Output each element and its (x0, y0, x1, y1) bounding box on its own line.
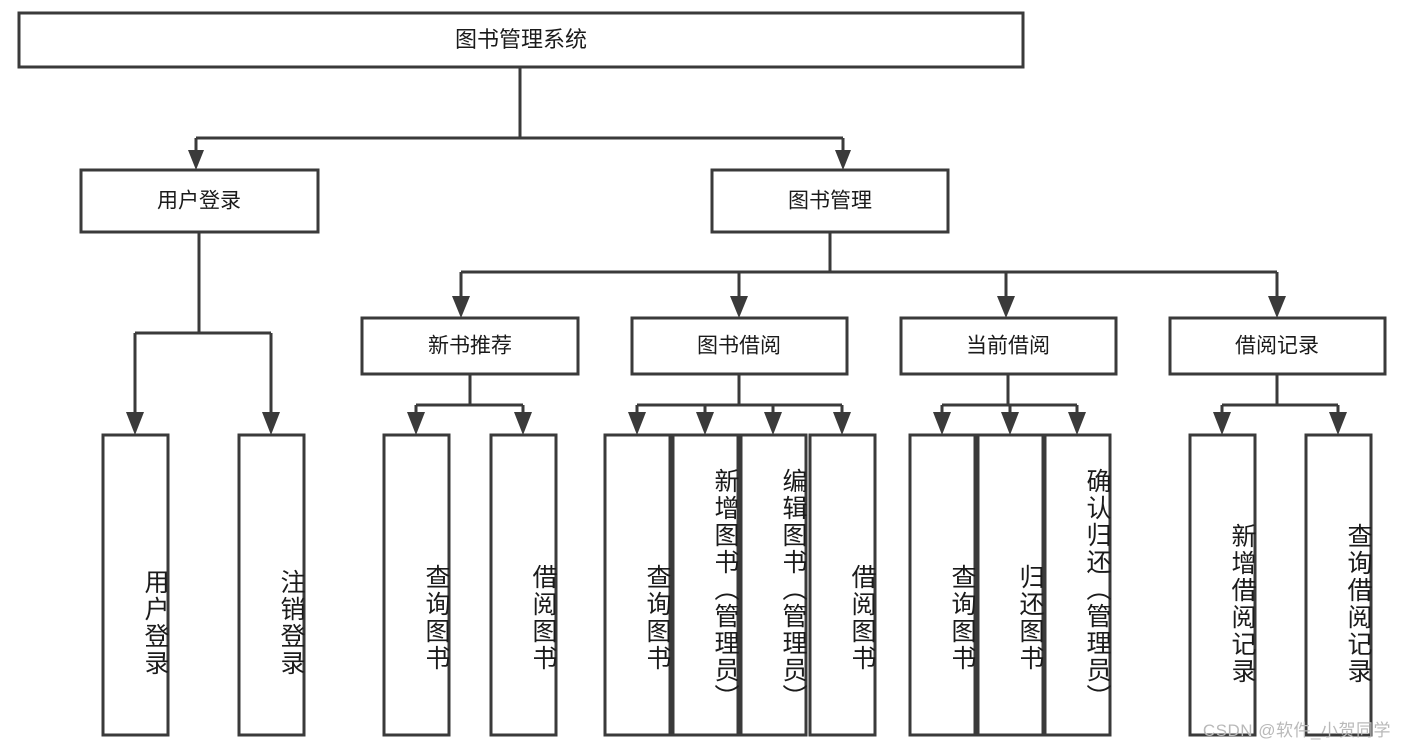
connector-borrowrecord-to-leaves (1213, 374, 1347, 435)
leaf-box-user-login[interactable] (101, 433, 170, 737)
leaf-box-edit-book[interactable] (739, 433, 808, 737)
csdn-watermark: CSDN @软件_小贺同学 (1202, 721, 1391, 740)
leaf-box-query-book-3[interactable] (908, 433, 977, 737)
node-root[interactable]: 图书管理系统 (17, 11, 1025, 69)
connector-newbook-to-leaves (407, 374, 532, 435)
node-borrow-record-label: 借阅记录 (1235, 335, 1319, 358)
leaf-box-borrow-book-1[interactable] (489, 433, 558, 737)
connector-root-to-level2 (188, 67, 851, 170)
leaf-box-borrow-book-2[interactable] (808, 433, 877, 737)
connector-currentborrow-to-leaves (933, 374, 1086, 435)
node-borrow-record[interactable]: 借阅记录 (1168, 316, 1387, 376)
node-root-label: 图书管理系统 (455, 27, 587, 52)
node-user-login[interactable]: 用户登录 (79, 168, 320, 234)
node-book-management[interactable]: 图书管理 (710, 168, 950, 234)
leaf-box-query-record[interactable] (1304, 433, 1373, 737)
node-current-borrow[interactable]: 当前借阅 (899, 316, 1118, 376)
leaf-box-query-book-2[interactable] (603, 433, 672, 737)
node-book-borrow[interactable]: 图书借阅 (630, 316, 849, 376)
connector-bookborrow-to-leaves (628, 374, 851, 435)
leaf-box-add-book[interactable] (671, 433, 740, 737)
node-new-book-recommend-label: 新书推荐 (428, 335, 512, 358)
connector-bookmgmt-to-level3 (452, 232, 1286, 318)
leaf-box-query-book-1[interactable] (382, 433, 451, 737)
leaf-box-confirm-return[interactable] (1043, 433, 1112, 737)
connector-userlogin-to-leaves (126, 232, 280, 435)
node-current-borrow-label: 当前借阅 (966, 335, 1050, 358)
node-book-borrow-label: 图书借阅 (697, 335, 781, 358)
leaf-box-logout-login[interactable] (237, 433, 306, 737)
node-new-book-recommend[interactable]: 新书推荐 (360, 316, 580, 376)
node-book-management-label: 图书管理 (788, 190, 872, 213)
node-user-login-label: 用户登录 (157, 190, 241, 213)
leaf-box-return-book[interactable] (976, 433, 1045, 737)
leaf-box-add-record[interactable] (1188, 433, 1257, 737)
